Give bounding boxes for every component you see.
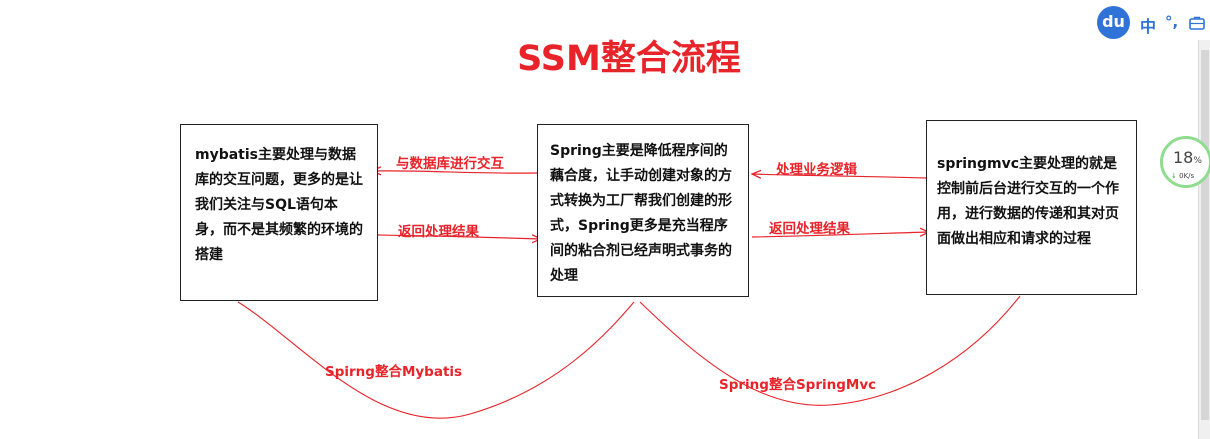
label-curve-left: Spirng整合Mybatis — [325, 364, 463, 380]
springmvc-box: springmvc主要处理的就是控制前后台进行交互的一个作用，进行数据的传递和其… — [926, 120, 1137, 295]
arrow-spring-to-mybatis — [372, 171, 538, 173]
ime-mode-toggle[interactable]: 中 — [1140, 17, 1157, 36]
label-mybatis-to-spring: 返回处理结果 — [398, 224, 479, 240]
label-curve-right: Spring整合SpringMvc — [719, 377, 877, 393]
page-title: SSM整合流程 — [517, 39, 741, 79]
network-monitor-widget[interactable]: 18% ↓ 0K/s — [1160, 136, 1210, 188]
label-spring-to-mybatis: 与数据库进行交互 — [396, 156, 504, 172]
ime-punctuation-toggle[interactable]: °, — [1165, 13, 1179, 31]
download-arrow-icon: ↓ — [1171, 172, 1177, 180]
scrollbar-thumb[interactable] — [1201, 50, 1209, 420]
curve-spring-springmvc — [639, 295, 1021, 406]
toolbox-icon[interactable] — [1189, 15, 1205, 30]
arrow-spring-to-springmvc — [751, 232, 929, 238]
net-speed: ↓ 0K/s — [1171, 172, 1195, 180]
label-spring-to-springmvc: 返回处理结果 — [769, 221, 850, 237]
arrow-mybatis-to-spring — [377, 235, 541, 239]
net-percent: 18% — [1173, 148, 1202, 167]
curve-spring-mybatis — [237, 301, 635, 419]
mybatis-box: mybatis主要处理与数据库的交互问题，更多的是让我们关注与SQL语句本身，而… — [180, 124, 378, 301]
label-springmvc-to-spring: 处理业务逻辑 — [776, 162, 857, 178]
arrow-springmvc-to-spring — [752, 174, 927, 178]
baidu-ime-logo-button[interactable]: du — [1097, 6, 1130, 39]
spring-box: Spring主要是降低程序间的藕合度，让手动创建对象的方式转换为工厂帮我们创建的… — [537, 124, 749, 297]
vertical-scrollbar[interactable] — [1198, 40, 1210, 439]
